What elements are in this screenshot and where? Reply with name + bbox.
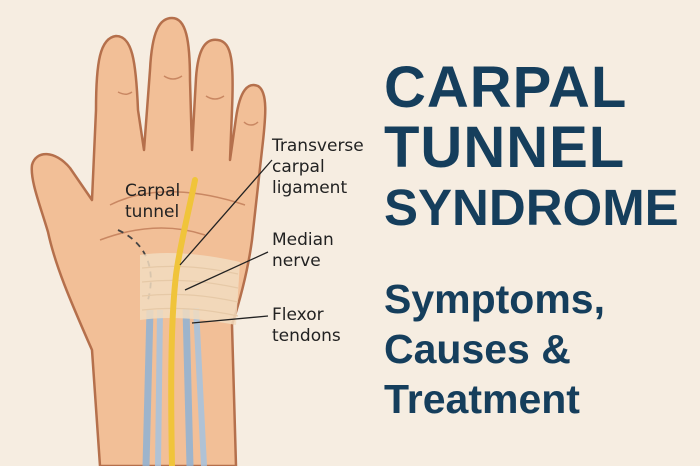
transverse-carpal-ligament [140, 252, 240, 325]
label-median-line: Median [272, 230, 334, 250]
label-transverse-line: carpal [272, 157, 325, 177]
leader-line-median [184, 251, 269, 291]
leader-line-flexor [191, 315, 269, 324]
subtitle-block: Symptoms, Causes & Treatment [384, 274, 694, 424]
label-median-line: nerve [272, 251, 321, 271]
flexor-tendons [142, 307, 207, 466]
label-flexor-line: Flexor [272, 305, 324, 325]
finger-crease [163, 75, 183, 80]
title-line-syndrome: SYNDROME [384, 179, 679, 236]
leader-line-transverse [179, 159, 273, 266]
ligament-striations [141, 265, 239, 317]
subtitle-line-causes: Causes & [384, 326, 571, 372]
title-line-tunnel: TUNNEL [384, 115, 626, 180]
label-flexor-tendons: Flexor tendons [272, 305, 341, 347]
label-transverse-carpal-ligament: Transverse carpal ligament [272, 136, 364, 199]
palm-crease [99, 227, 206, 241]
label-flexor-line: tendons [272, 326, 341, 346]
label-median-nerve: Median nerve [272, 230, 334, 272]
title-line-carpal: CARPAL [384, 55, 628, 120]
finger-crease [205, 95, 225, 100]
palm-crease [109, 191, 246, 206]
finger-crease [117, 91, 133, 95]
label-carpal-tunnel-line: tunnel [125, 202, 180, 222]
label-carpal-tunnel: Carpal tunnel [125, 181, 180, 223]
median-nerve [168, 177, 198, 466]
subtitle-line-treatment: Treatment [384, 376, 580, 422]
subtitle-line-symptoms: Symptoms, [384, 276, 605, 322]
label-transverse-line: Transverse [272, 136, 364, 156]
label-transverse-line: ligament [272, 178, 348, 198]
finger-crease [243, 121, 259, 126]
label-carpal-tunnel-line: Carpal [125, 181, 181, 201]
hand-palm [30, 16, 267, 466]
title-block: CARPAL TUNNEL SYNDROME [384, 58, 694, 238]
